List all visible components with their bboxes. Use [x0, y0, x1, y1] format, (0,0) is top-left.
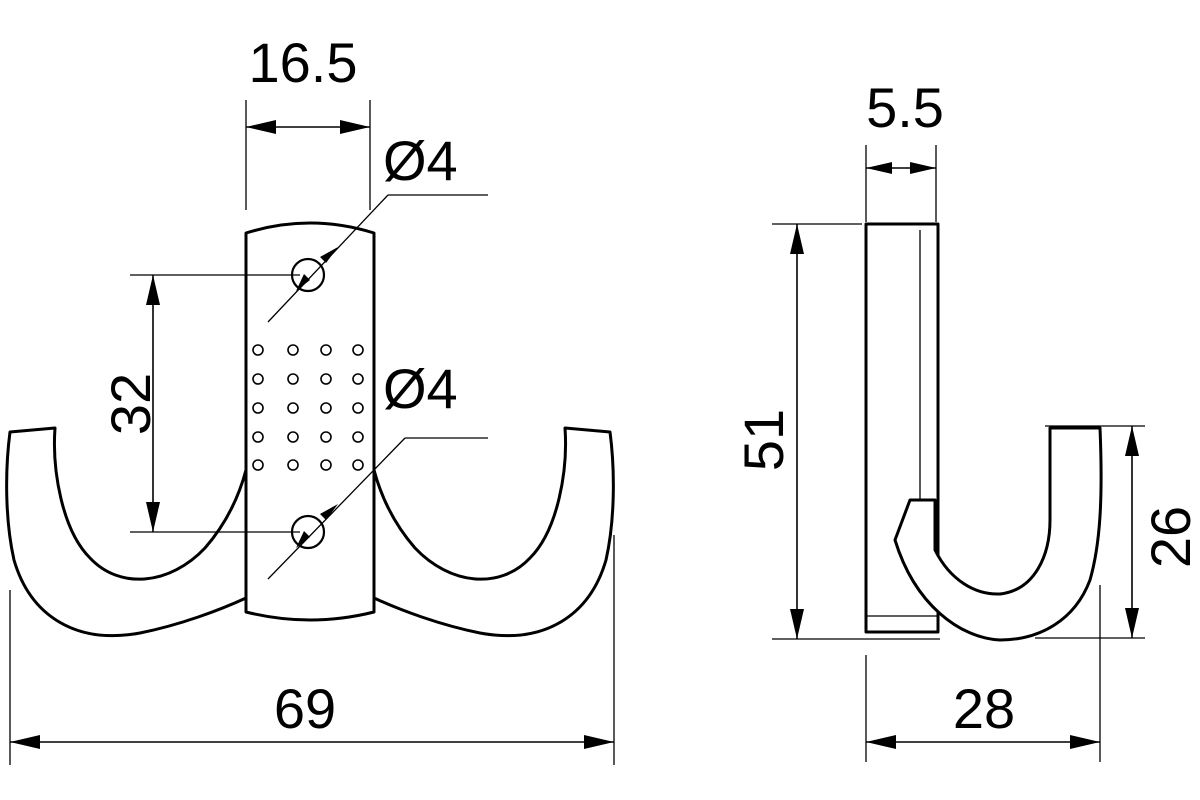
- callout-hole-bottom: Ø4: [267, 357, 488, 580]
- decorative-dot: [287, 431, 299, 443]
- dimension-width-top: 16.5: [245, 31, 371, 210]
- decorative-dot: [320, 431, 332, 443]
- front-decorative-dot-grid: [252, 344, 364, 471]
- decorative-dot: [320, 402, 332, 414]
- decorative-dot: [287, 459, 299, 471]
- dimension-hole-spacing-label: 32: [99, 373, 162, 435]
- dimension-overall-depth: 28: [865, 585, 1101, 762]
- callout-hole-top-label: Ø4: [383, 129, 458, 192]
- decorative-dot: [252, 402, 264, 414]
- decorative-dot: [352, 459, 364, 471]
- decorative-dot: [287, 402, 299, 414]
- dimension-overall-depth-label: 28: [953, 677, 1015, 740]
- dimension-width-top-label: 16.5: [249, 31, 358, 94]
- dimension-thickness-label: 5.5: [866, 76, 944, 139]
- dimension-overall-width-label: 69: [274, 677, 336, 740]
- callout-hole-top: Ø4: [267, 129, 488, 323]
- dimension-hook-height: 26: [1035, 425, 1200, 639]
- callout-hole-bottom-label: Ø4: [383, 357, 458, 420]
- side-view: 5.5 51 26 28: [732, 76, 1200, 762]
- dimension-overall-width: 69: [9, 535, 615, 765]
- decorative-dot: [352, 402, 364, 414]
- decorative-dot: [287, 344, 299, 356]
- decorative-dot: [352, 344, 364, 356]
- decorative-dot: [352, 373, 364, 385]
- decorative-dot: [320, 344, 332, 356]
- decorative-dot: [252, 459, 264, 471]
- decorative-dot: [287, 373, 299, 385]
- decorative-dot: [252, 431, 264, 443]
- decorative-dot: [320, 459, 332, 471]
- front-mounting-plate: [244, 221, 376, 622]
- decorative-dot: [252, 373, 264, 385]
- decorative-dot: [320, 373, 332, 385]
- side-hook-profile: [893, 426, 1103, 642]
- decorative-dot: [252, 344, 264, 356]
- front-view: 16.5 Ø4 Ø4 32: [5, 31, 615, 765]
- front-right-hook-arm: [372, 426, 615, 638]
- dimension-hook-height-label: 26: [1139, 506, 1200, 568]
- dimension-hole-spacing: 32: [99, 274, 300, 533]
- decorative-dot: [352, 431, 364, 443]
- dimension-overall-height: 51: [732, 223, 940, 640]
- dimension-thickness: 5.5: [865, 76, 944, 222]
- dimension-overall-height-label: 51: [732, 409, 795, 471]
